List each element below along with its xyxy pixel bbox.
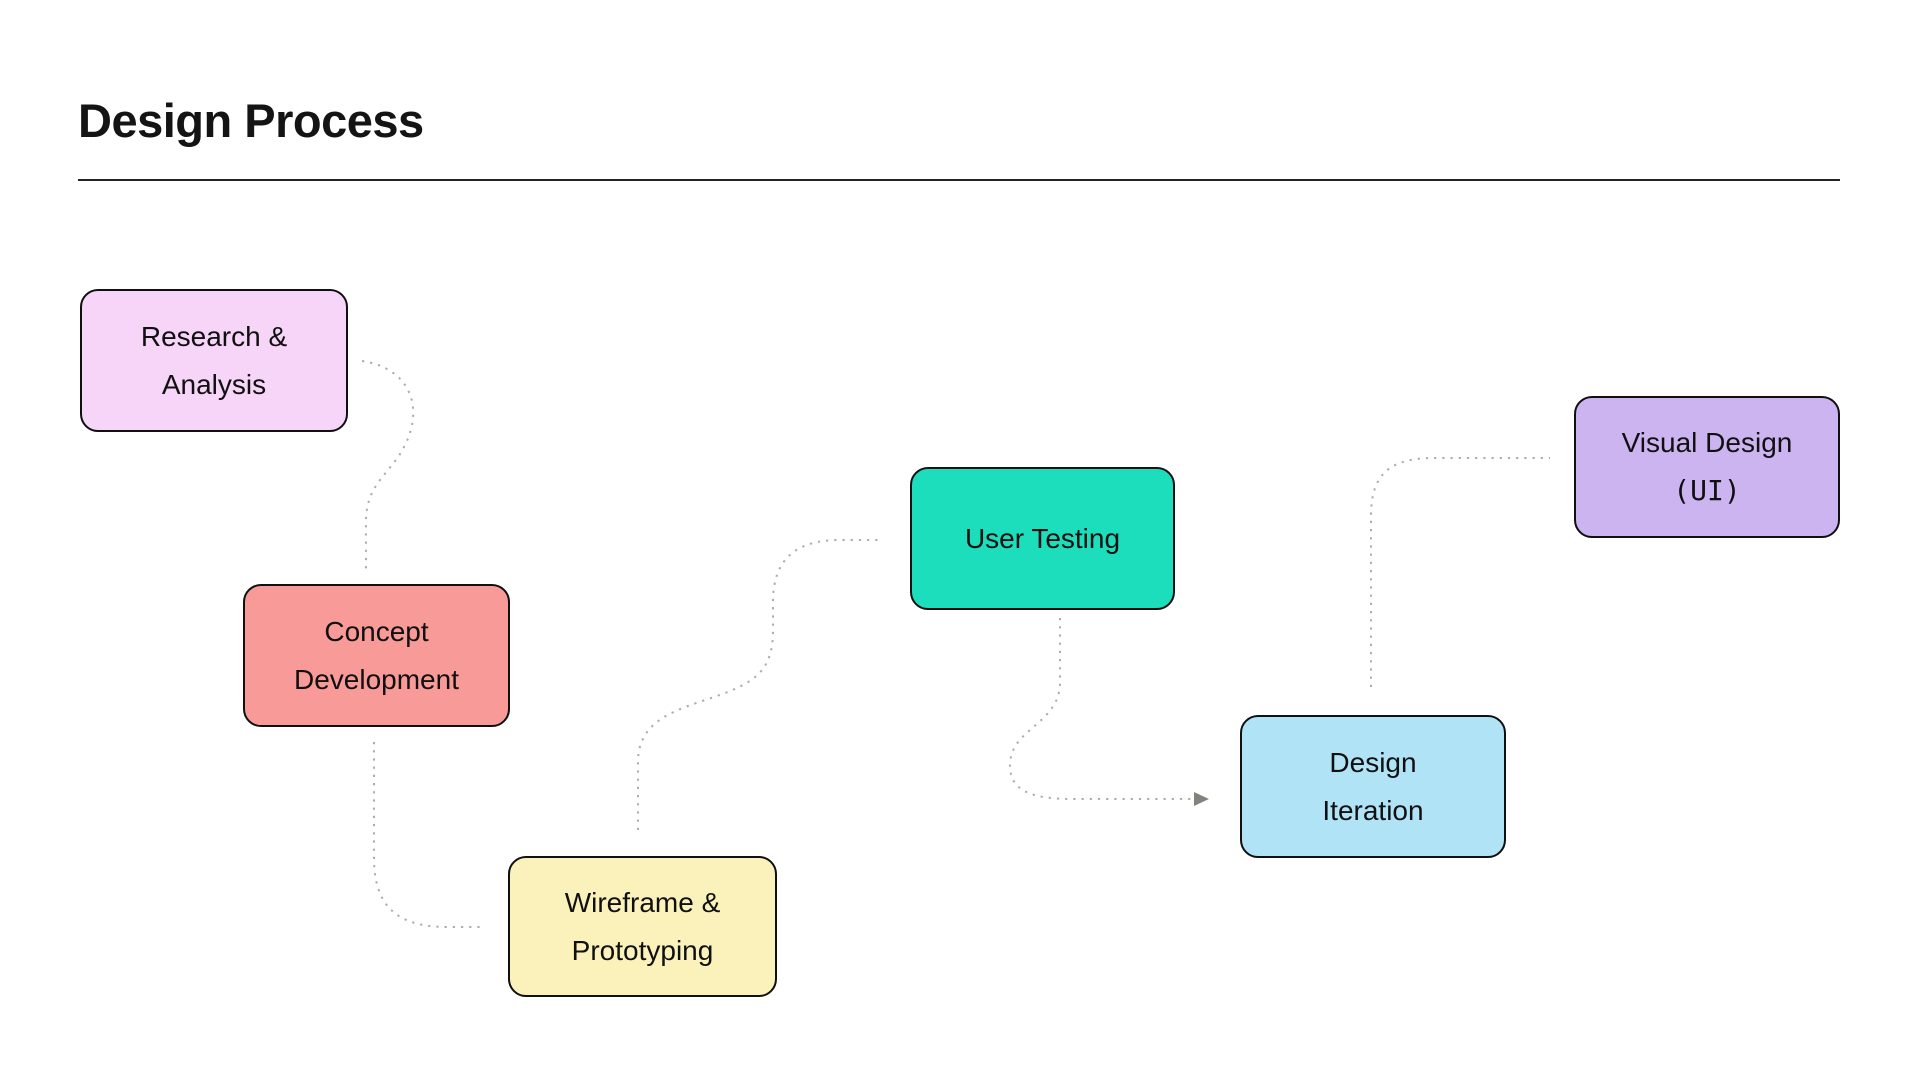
node-design-iteration[interactable]: Design Iteration xyxy=(1240,715,1506,858)
node-wireframe-prototyping[interactable]: Wireframe & Prototyping xyxy=(508,856,777,997)
node-user-testing[interactable]: User Testing xyxy=(910,467,1175,610)
node-research-analysis[interactable]: Research & Analysis xyxy=(80,289,348,432)
edge-design-iteration-to-visual-design xyxy=(1370,457,1550,687)
title-divider xyxy=(78,179,1840,181)
node-label-line: User Testing xyxy=(964,522,1121,554)
node-label-line: Concept xyxy=(324,615,429,647)
node-label-line: Prototyping xyxy=(571,934,714,966)
node-label-line: Research & xyxy=(140,320,288,352)
node-label-line: Analysis xyxy=(161,368,267,400)
node-label-line: Development xyxy=(294,663,459,695)
node-visual-design-ui[interactable]: Visual Design (UI) xyxy=(1574,396,1840,538)
node-label-line: Design xyxy=(1329,746,1417,778)
node-concept-development[interactable]: Concept Development xyxy=(243,584,510,727)
arrowhead-design-iteration xyxy=(1194,792,1209,806)
edge-wireframe-to-user-testing xyxy=(637,539,880,830)
node-label-line: Visual Design xyxy=(1621,427,1793,458)
node-label-line: (UI) xyxy=(1673,474,1741,507)
edge-research-to-concept xyxy=(361,360,415,569)
page-title: Design Process xyxy=(78,94,424,147)
node-label-line: Iteration xyxy=(1322,794,1424,826)
node-label-line: Wireframe & xyxy=(564,886,721,918)
edge-user-testing-to-design-iteration xyxy=(1008,618,1199,800)
edge-concept-to-wireframe xyxy=(373,742,483,928)
